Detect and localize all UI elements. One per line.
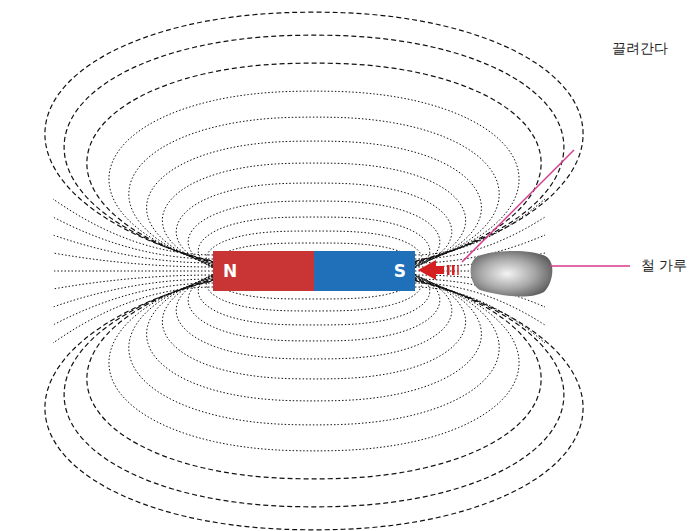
field-line — [53, 235, 213, 263]
field-line — [53, 279, 213, 307]
field-line — [109, 271, 519, 451]
field-line — [53, 283, 213, 325]
field-line — [45, 12, 583, 271]
leader-line — [550, 265, 630, 267]
magnet-pole: S — [314, 251, 415, 291]
field-lines — [45, 12, 583, 530]
field-line — [53, 271, 213, 272]
field-line — [53, 199, 213, 255]
leader-line — [462, 150, 574, 262]
pole-letter: N — [223, 263, 237, 280]
callout-label: 끌려간다 — [612, 40, 668, 57]
callout-label: 철 가루 — [641, 257, 687, 274]
iron-filings — [471, 251, 553, 297]
field-line — [53, 287, 213, 343]
field-line — [53, 217, 213, 259]
attraction-arrow — [418, 260, 459, 280]
field-line — [53, 275, 213, 289]
field-line — [129, 117, 499, 271]
magnet-pole: N — [213, 251, 314, 291]
field-line — [109, 91, 519, 271]
field-line — [87, 63, 541, 271]
field-line — [87, 271, 541, 479]
field-line — [415, 199, 545, 255]
field-line — [53, 253, 213, 267]
pole-letter: S — [394, 263, 406, 280]
field-line — [129, 271, 499, 425]
field-line — [45, 271, 583, 530]
